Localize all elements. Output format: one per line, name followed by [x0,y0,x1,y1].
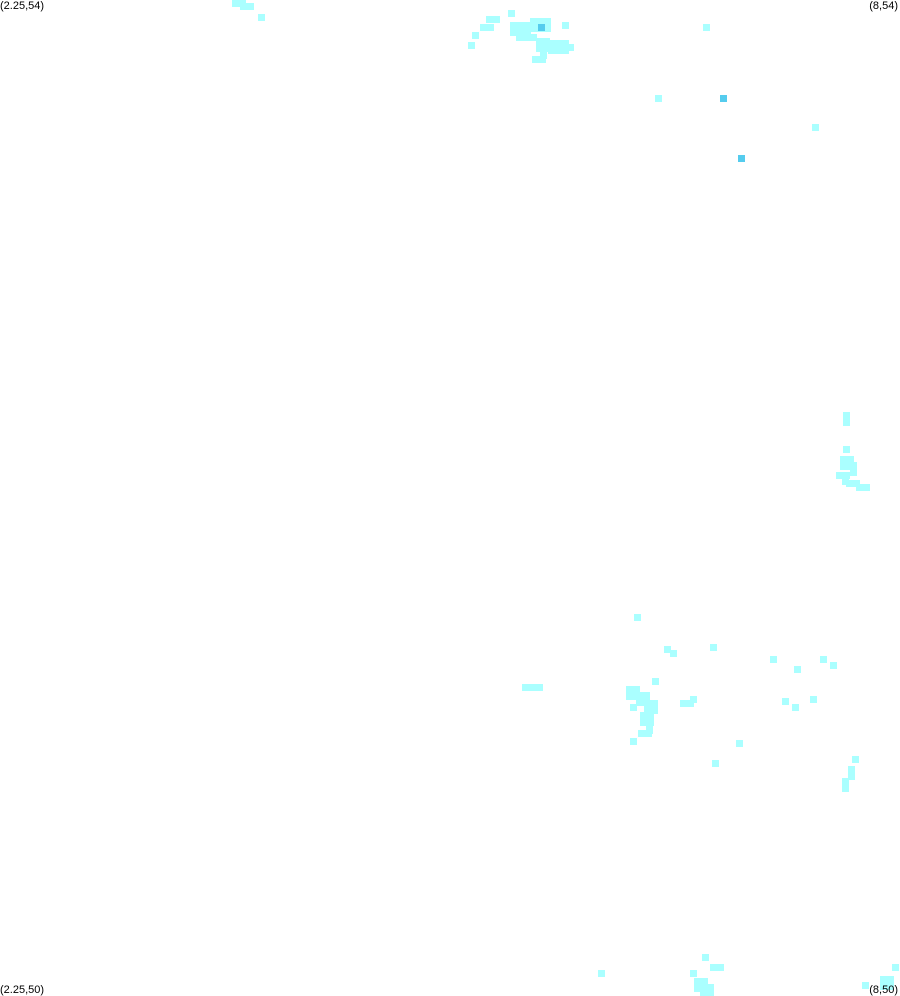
raster-cell [655,95,662,102]
raster-cell [670,650,677,657]
raster-cell [240,3,254,10]
raster-cell [712,760,719,767]
raster-cell [736,740,743,747]
corner-label-bottom-left: (2.25,50) [0,984,45,996]
raster-cell [810,696,817,703]
raster-cell [842,778,849,792]
raster-cell [848,766,855,780]
raster-cell [690,970,697,977]
raster-cell [710,644,717,651]
raster-cell [630,738,637,745]
raster-cell [630,704,637,711]
raster-cell [820,656,827,663]
raster-cell [846,480,860,487]
raster-cell [690,696,697,703]
raster-cell [842,478,849,485]
raster-cell [664,646,671,653]
raster-cell [700,984,714,996]
raster-cell [843,412,850,426]
corner-label-top-right: (8,54) [869,0,898,12]
raster-cell [862,982,869,989]
raster-cell [486,16,500,23]
raster-cell [830,662,837,669]
raster-cell [634,614,641,621]
raster-cell [856,484,870,491]
raster-cell [258,14,265,21]
raster-cell [468,42,475,49]
raster-cell [702,954,709,961]
raster-cell [562,22,569,29]
raster-cell [516,34,537,41]
raster-cell [560,44,574,51]
raster-cell [850,462,857,476]
raster-cell [794,666,801,673]
raster-cell [644,700,658,714]
raster-cell [720,95,727,102]
raster-cell [638,730,652,737]
raster-cell [532,56,546,63]
raster-cell [522,684,543,691]
raster-cell [703,24,710,31]
raster-cell [792,704,799,711]
raster-cell [472,32,479,39]
corner-label-top-left: (2.25,54) [0,0,45,12]
raster-cell [710,964,724,971]
raster-cell [508,10,515,17]
raster-cell [880,976,894,990]
corner-label-bottom-right: (8,50) [869,984,898,996]
raster-cell [232,0,246,7]
raster-cell [538,24,545,31]
raster-cell [812,124,819,131]
raster-cell [770,656,777,663]
raster-cell [646,720,653,734]
raster-cell [540,52,547,59]
raster-cell [836,472,850,479]
raster-cell [738,155,745,162]
raster-cell [892,964,899,971]
raster-cell [480,24,494,31]
raster-cell [843,446,850,453]
raster-cell [852,756,859,763]
map-cells [232,0,899,996]
raster-cell [510,22,531,36]
raster-cell [652,678,659,685]
raster-cell [598,970,605,977]
raster-cell [680,700,694,707]
raster-cell [782,698,789,705]
raster-cell [536,38,550,52]
